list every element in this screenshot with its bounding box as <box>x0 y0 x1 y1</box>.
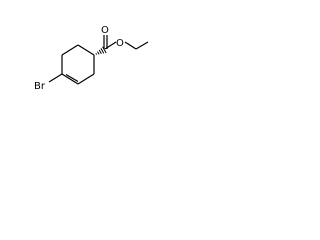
bond-c-o-single <box>104 41 117 50</box>
ring-bond-5 <box>77 73 95 85</box>
bond-ch2-ch3 <box>135 41 149 50</box>
ring <box>61 44 95 85</box>
bond-c-br <box>48 73 63 83</box>
hashed-wedge-bond <box>95 46 107 55</box>
ring-bond-6 <box>61 73 79 85</box>
ring-bond-3 <box>77 44 95 56</box>
atom-label-o-carbonyl: O <box>101 25 109 36</box>
ring-double-bond-inner <box>65 73 79 83</box>
atom-label-br: Br <box>34 81 46 92</box>
bond-o-ch2 <box>124 41 137 50</box>
atom-label-o-ester: O <box>116 38 124 49</box>
structure-drawing: Br O O <box>34 25 149 92</box>
molecule-canvas: Br O O <box>0 0 152 152</box>
ring-bond-2 <box>61 44 79 56</box>
